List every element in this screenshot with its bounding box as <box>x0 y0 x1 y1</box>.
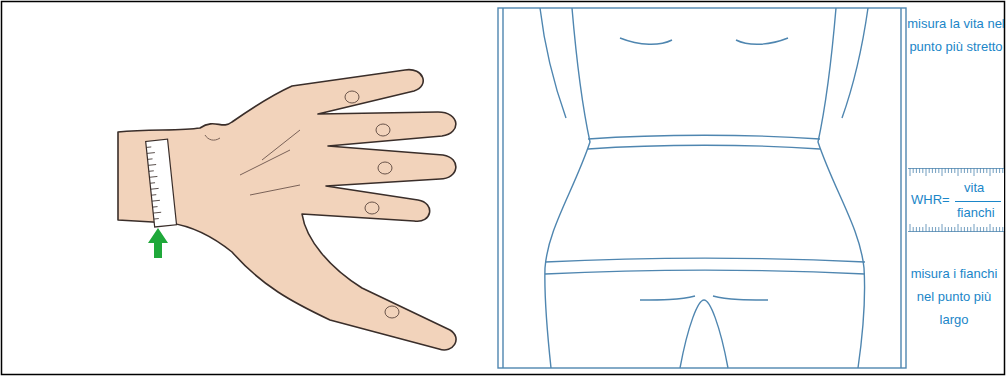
tape-measure <box>146 139 177 227</box>
body-outline <box>498 8 906 368</box>
ruler-formula-box: WHR= vita fianchi <box>908 168 1004 232</box>
measuring-bands <box>545 135 865 274</box>
formula-term: fianchi <box>957 205 995 220</box>
instruction-label: misura la vita nel punto più stretto <box>906 12 1006 58</box>
hand-detail <box>205 130 300 195</box>
formula-term: vita <box>964 180 984 195</box>
knuckle-marks <box>345 91 399 318</box>
fraction-bar <box>955 201 1001 202</box>
green-arrow <box>148 228 168 258</box>
instruction-label: misura i fianchi nel punto più largo <box>902 262 1006 331</box>
formula-name: WHR= <box>911 192 950 207</box>
tape-band <box>146 139 177 227</box>
tape-ticks <box>146 147 161 219</box>
hand-drawing <box>118 70 456 350</box>
ruler-tick-marks <box>908 168 1004 232</box>
